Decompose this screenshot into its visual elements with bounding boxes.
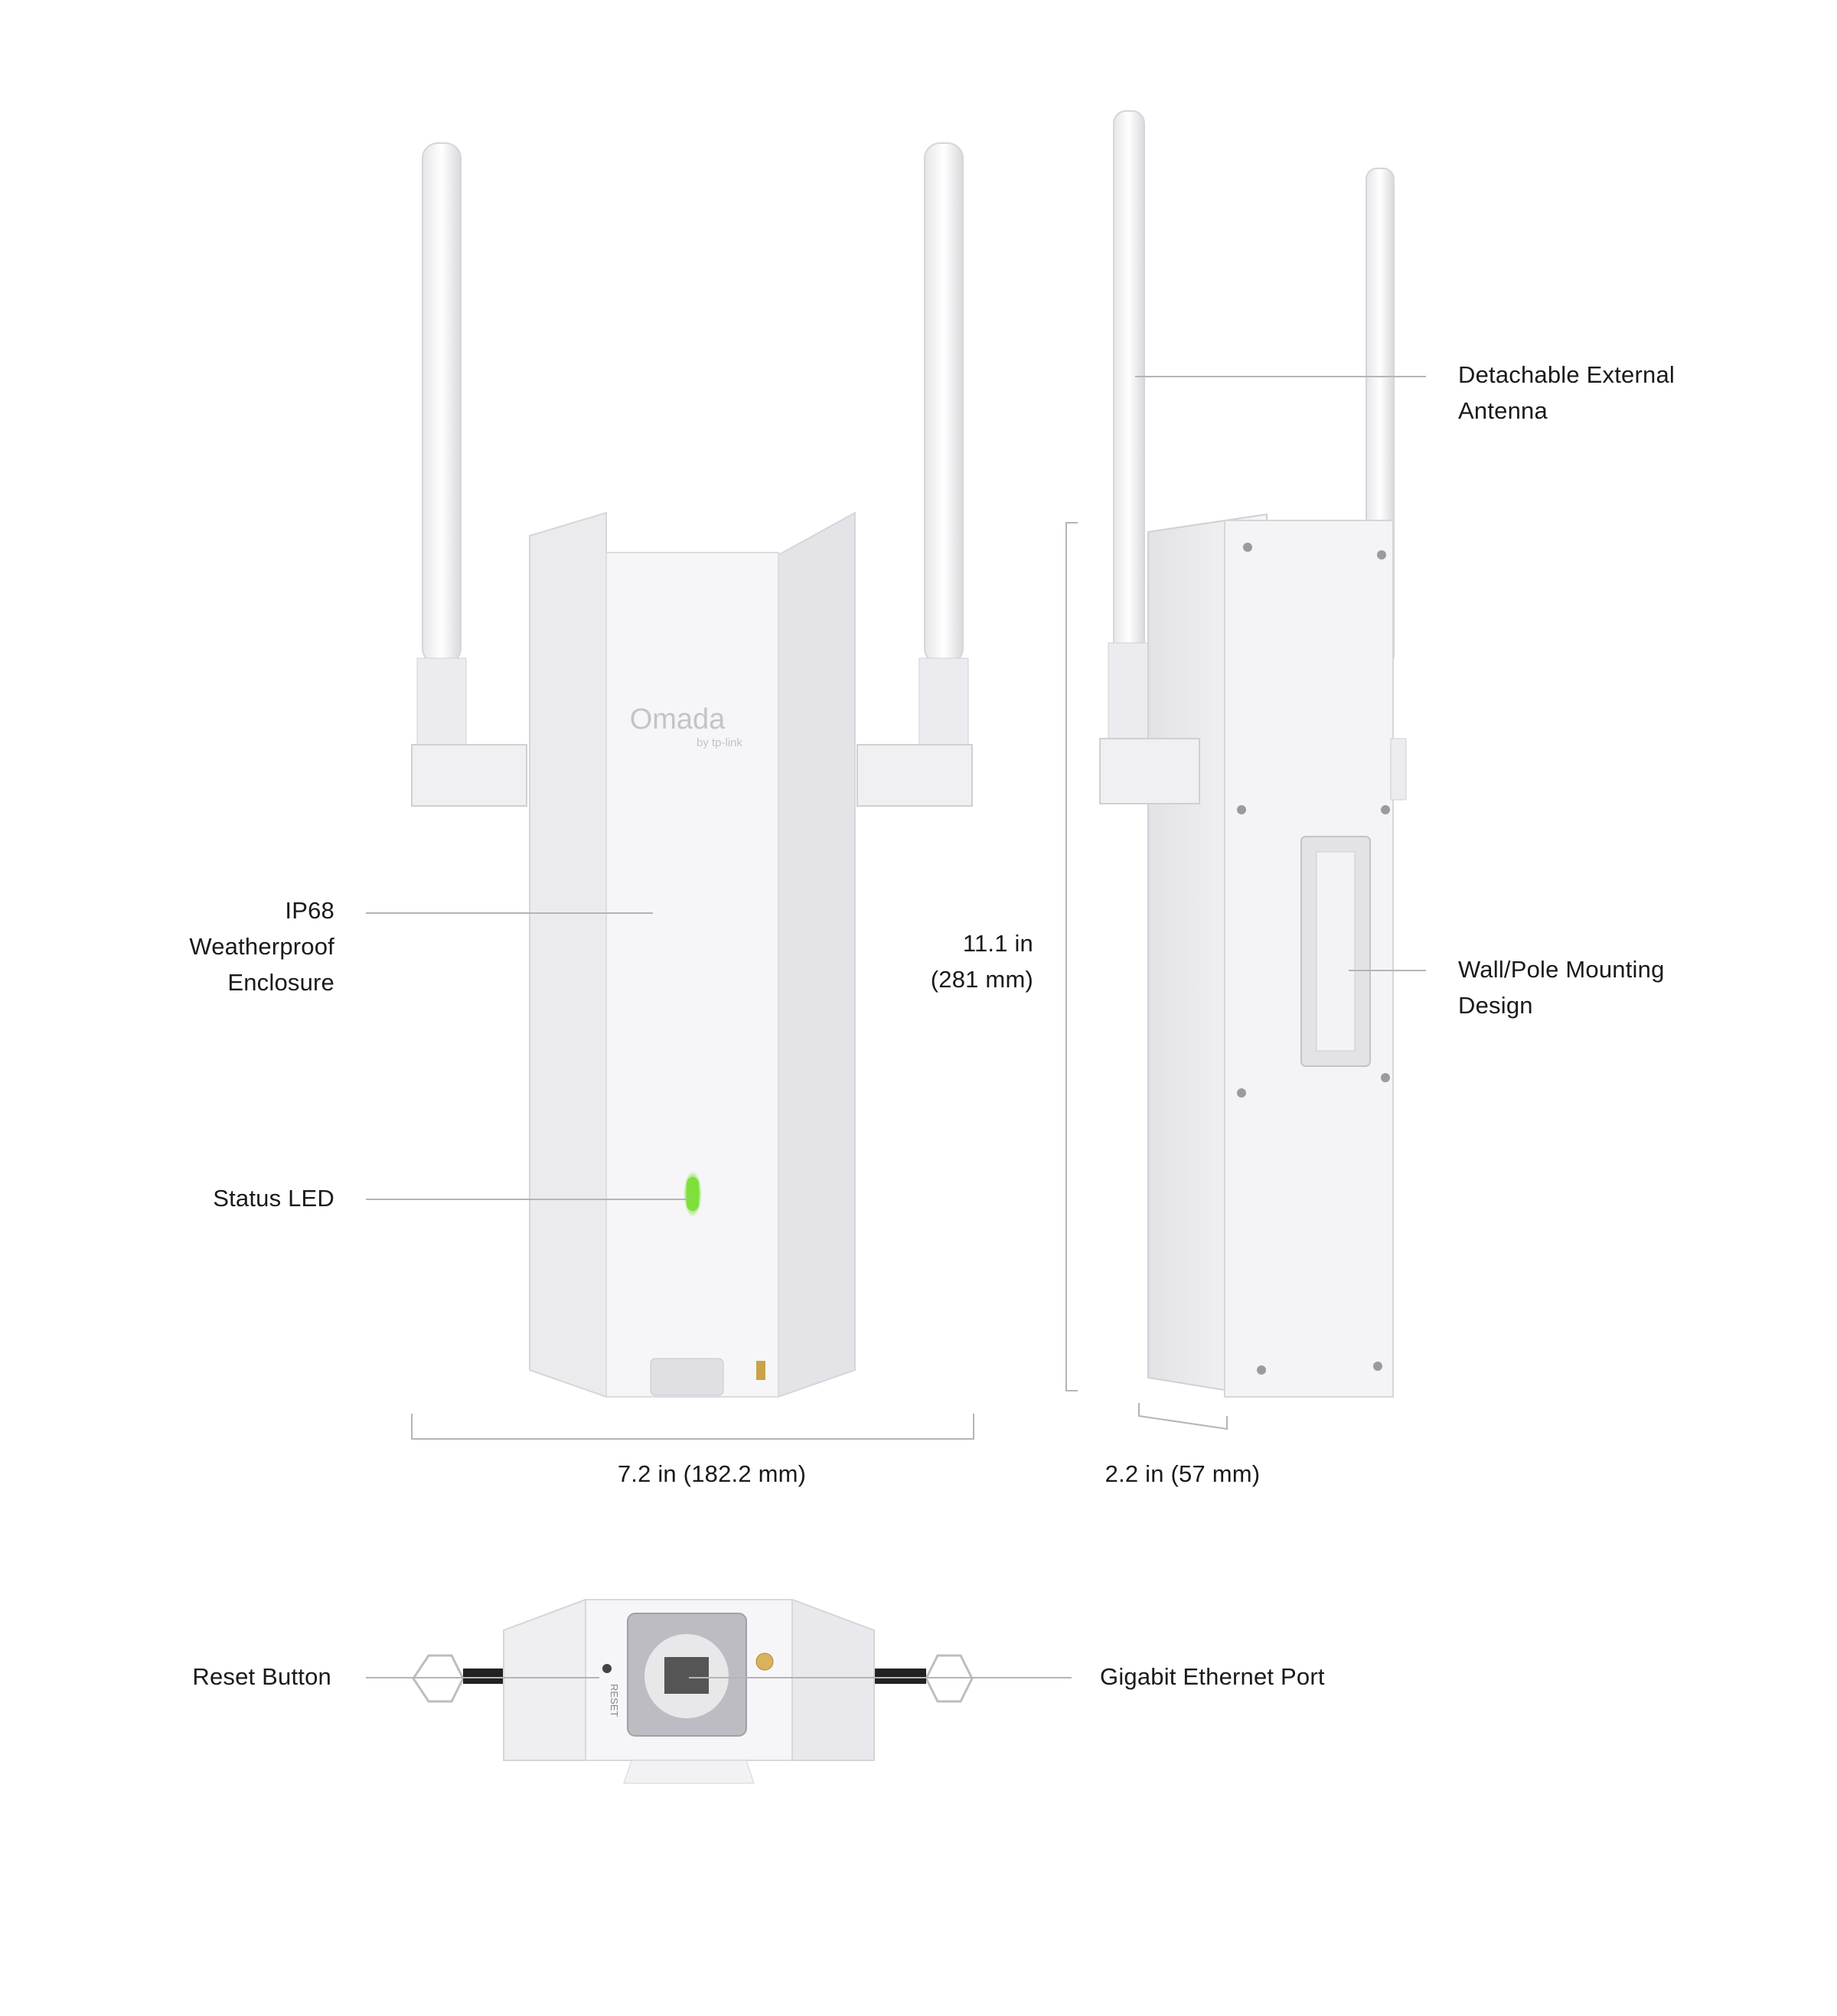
mounting-bracket — [1300, 836, 1371, 1067]
callout-antenna-line1: Detachable External — [1458, 361, 1675, 388]
leader-lines — [366, 376, 1426, 1678]
omada-logo: Omada — [630, 703, 726, 736]
callout-status-led: Status LED — [213, 1185, 334, 1212]
tp-link-logo: by tp-link — [697, 736, 743, 749]
front-enclosure — [529, 511, 856, 1398]
callout-mounting-line2: Design — [1458, 992, 1533, 1019]
callout-enclosure-line1: IP68 — [285, 897, 334, 924]
callout-antenna-line2: Antenna — [1458, 397, 1548, 424]
dimension-height-mm: (281 mm) — [930, 966, 1033, 993]
callout-enclosure-line3: Enclosure — [227, 969, 334, 996]
dimension-height-in: 11.1 in — [962, 930, 1033, 957]
callout-enclosure: IP68 Weatherproof Enclosure — [189, 892, 334, 1000]
reset-button — [602, 1664, 612, 1673]
callout-mounting: Wall/Pole Mounting Design — [1458, 951, 1665, 1023]
callout-mounting-line1: Wall/Pole Mounting — [1458, 956, 1665, 983]
dimension-height: 11.1 in (281 mm) — [931, 925, 1033, 997]
antenna-right — [857, 142, 973, 807]
callout-enclosure-line2: Weatherproof — [189, 933, 334, 960]
antenna-left — [411, 142, 527, 807]
bottom-view: RESET — [412, 1598, 974, 1784]
dimension-depth: 2.2 in (57 mm) — [1104, 1460, 1261, 1487]
callout-ethernet-port: Gigabit Ethernet Port — [1100, 1663, 1325, 1690]
callout-reset-button: Reset Button — [192, 1663, 331, 1690]
callout-antenna: Detachable External Antenna — [1458, 357, 1675, 429]
svg-text:RESET: RESET — [609, 1684, 620, 1717]
dimension-width: 7.2 in (182.2 mm) — [617, 1460, 807, 1487]
side-view — [1099, 110, 1407, 1398]
front-view: Omada by tp-link — [411, 142, 973, 1398]
